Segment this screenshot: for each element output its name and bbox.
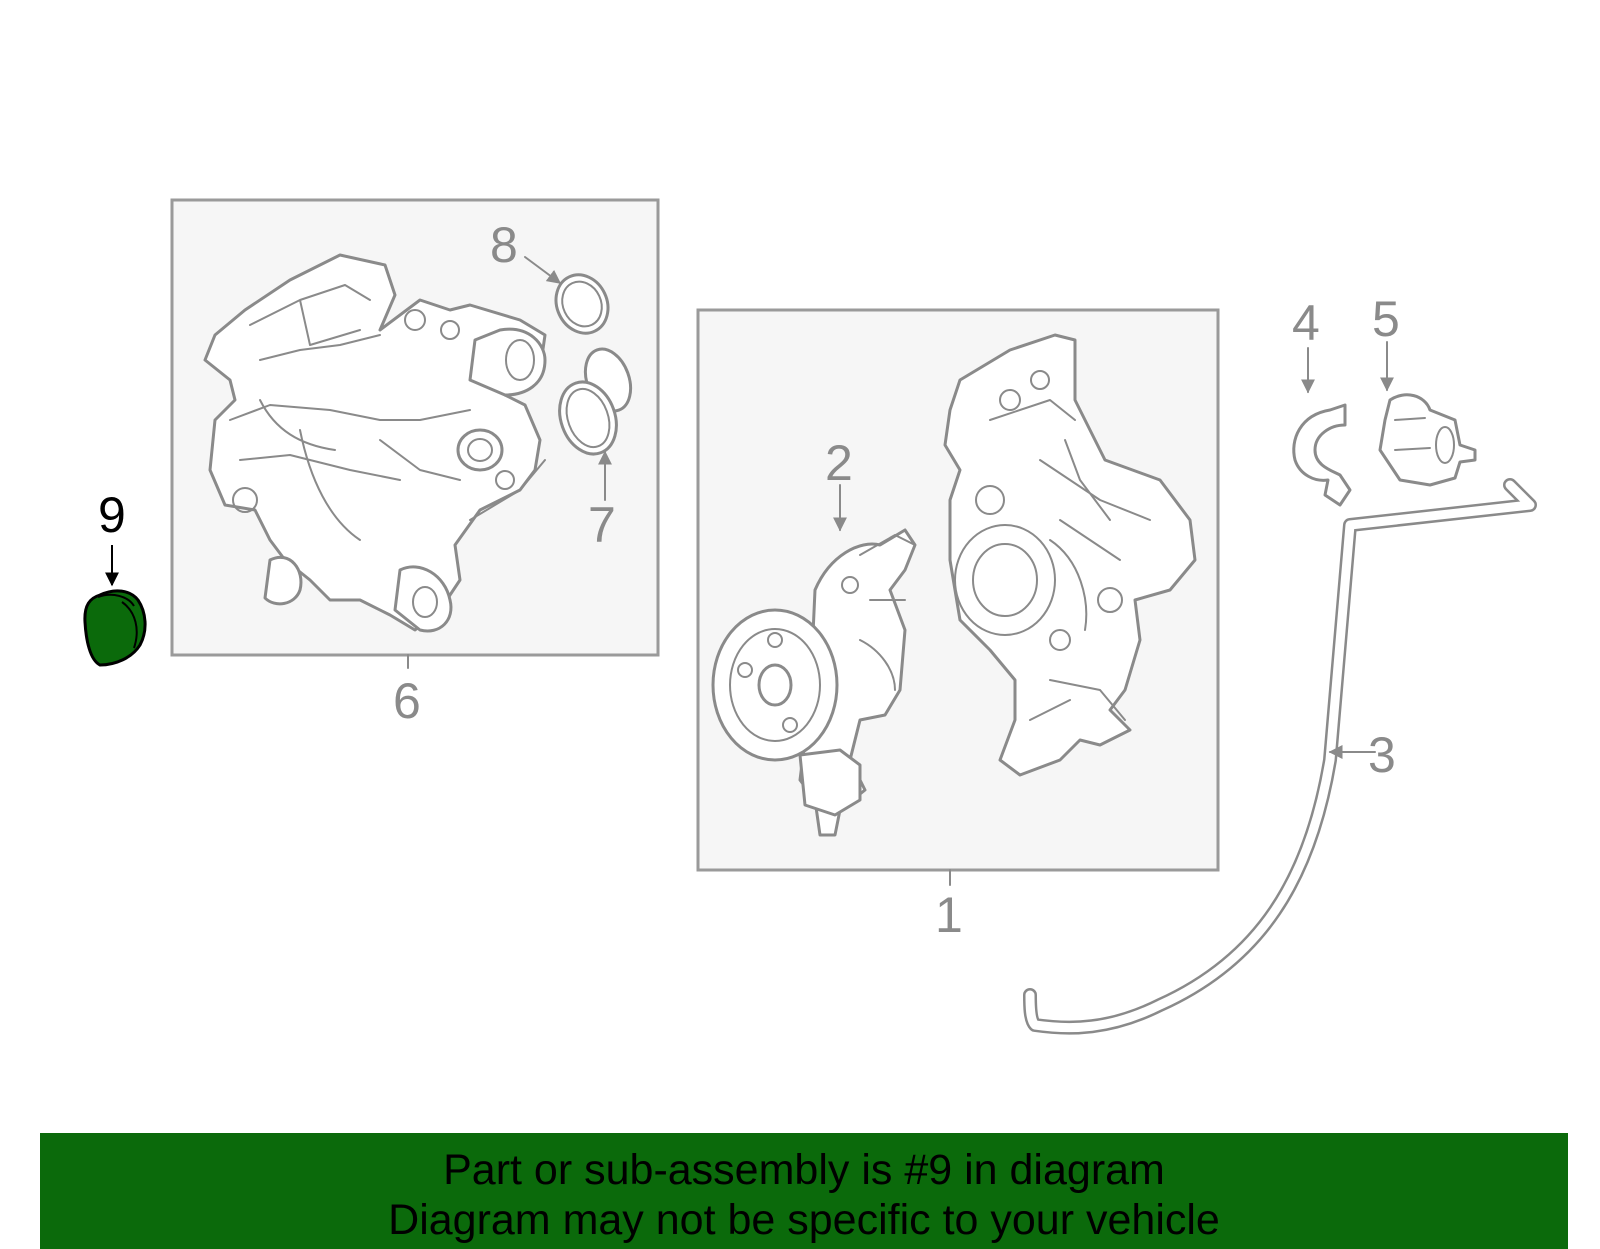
- callout-4[interactable]: 4: [1292, 295, 1320, 351]
- callout-2[interactable]: 2: [825, 435, 853, 491]
- callout-9[interactable]: 9: [98, 487, 126, 543]
- o-ring-7-drawing[interactable]: [550, 343, 639, 462]
- o-ring-8-drawing[interactable]: [547, 266, 618, 342]
- coolant-hose-drawing[interactable]: [1023, 478, 1537, 1035]
- clamp-drawing[interactable]: [1292, 403, 1352, 507]
- water-pump-drawing[interactable]: [711, 528, 917, 837]
- highlighted-part-9-drawing[interactable]: [83, 589, 147, 667]
- callout-8[interactable]: 8: [490, 217, 518, 273]
- callout-6[interactable]: 6: [393, 673, 421, 729]
- sensor-drawing[interactable]: [1378, 393, 1477, 487]
- callout-7[interactable]: 7: [588, 497, 616, 553]
- leader-8: [524, 256, 562, 284]
- parts-diagram: 8 7 6 2 1 3 4 5 9: [83, 198, 1537, 1035]
- callout-1[interactable]: 1: [935, 887, 963, 943]
- callout-5[interactable]: 5: [1372, 291, 1400, 347]
- info-banner: Part or sub-assembly is #9 in diagram Di…: [40, 1133, 1568, 1249]
- banner-line-2: Diagram may not be specific to your vehi…: [388, 1196, 1220, 1244]
- engine-cover-drawing[interactable]: [943, 333, 1197, 777]
- callout-3[interactable]: 3: [1368, 727, 1396, 783]
- thermostat-housing-drawing[interactable]: [203, 253, 547, 633]
- banner-line-1: Part or sub-assembly is #9 in diagram: [443, 1146, 1165, 1194]
